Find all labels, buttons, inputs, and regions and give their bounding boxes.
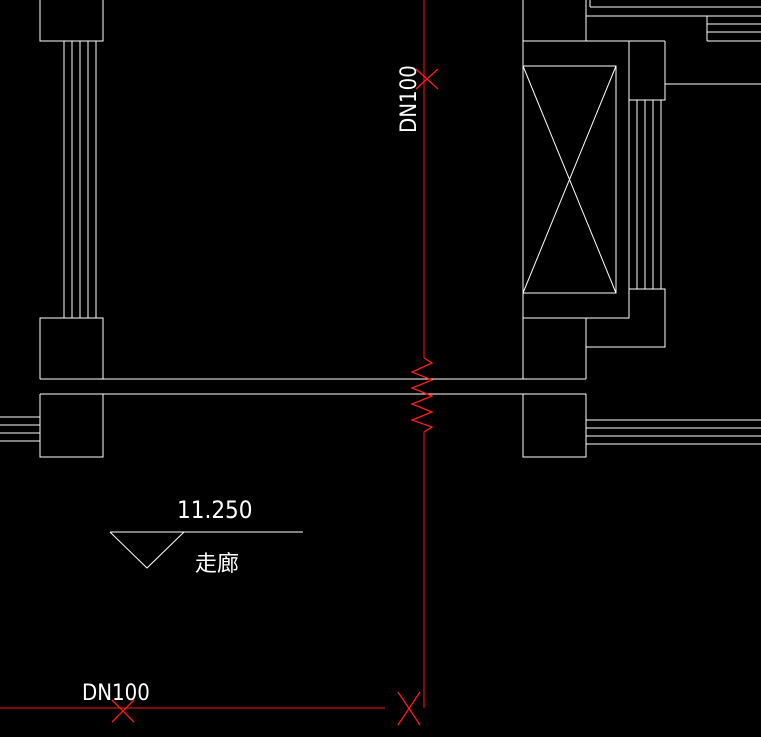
elevation-value: 11.250 <box>177 496 253 524</box>
flexible-joint-symbol <box>410 357 434 433</box>
corridor-wall <box>39 317 587 458</box>
left-window-assembly <box>39 0 104 379</box>
vertical-pipe-label: DN100 <box>397 65 422 133</box>
right-shaft-assembly <box>522 0 761 348</box>
horizontal-pipe-label: DN100 <box>82 681 150 706</box>
vertical-pipe <box>410 0 439 708</box>
horizontal-pipe <box>0 691 421 726</box>
room-name-label: 走廊 <box>195 552 239 577</box>
left-edge-wall <box>0 416 40 442</box>
level-mark: 11.250 走廊 <box>109 496 303 577</box>
right-edge-wall <box>586 419 761 445</box>
